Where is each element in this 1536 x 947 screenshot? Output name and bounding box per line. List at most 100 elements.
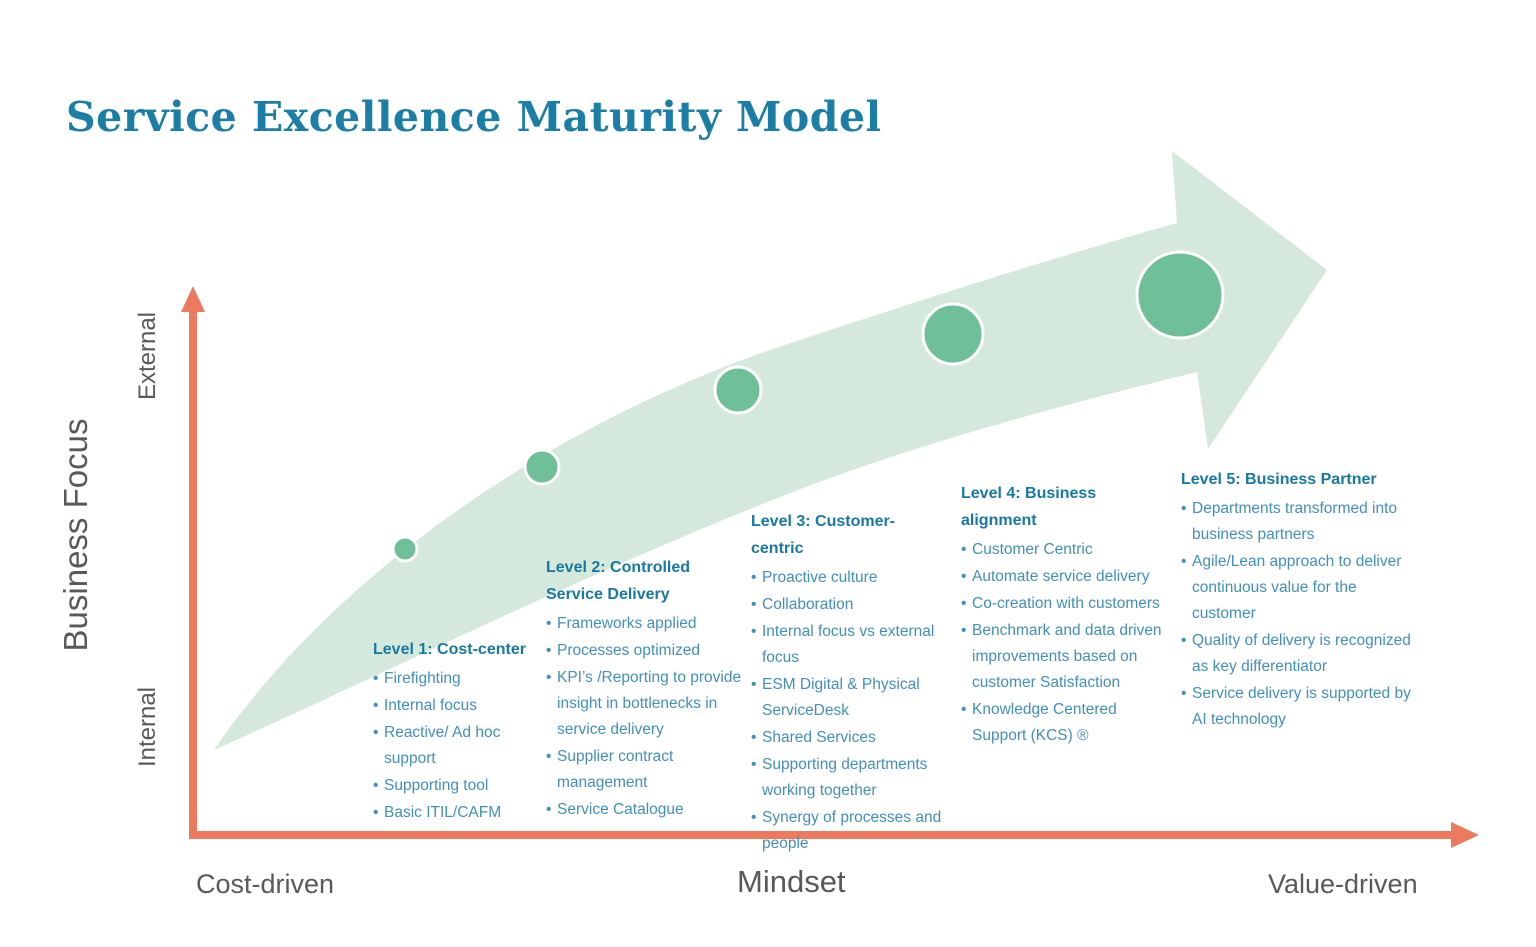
bullet-text: Synergy of processes and people <box>762 809 942 852</box>
bullet-item: •KPI’s /Reporting to provide insight in … <box>546 665 742 743</box>
x-axis-line <box>189 831 1453 839</box>
bullet-dot-icon: • <box>373 804 379 821</box>
level-title: Level 1: Cost-center <box>373 641 526 658</box>
maturity-dot-level-4 <box>921 302 985 366</box>
bullet-text: Knowledge Centered Support (KCS) ® <box>972 701 1117 744</box>
level-title: Level 4: Business alignment <box>961 485 1097 529</box>
bullet-item: • Synergy of processes and people <box>751 805 943 857</box>
y-axis-line <box>189 302 197 839</box>
bullet-text: Supplier contract management <box>557 748 674 791</box>
y-axis-title: Business Focus <box>57 418 94 652</box>
bullet-dot-icon: • <box>546 669 552 686</box>
level-5-block: Level 5: Business Partner•Departments tr… <box>1181 466 1415 734</box>
bullet-dot-icon: • <box>546 748 552 765</box>
bullet-item: • Service Catalogue <box>546 797 742 823</box>
bullet-text: Firefighting <box>384 670 461 687</box>
bullet-text: Proactive culture <box>762 569 878 586</box>
bullet-item: • Agile/Lean approach to deliver continuo… <box>1181 549 1415 627</box>
bullet-item: •Shared Services <box>751 725 943 751</box>
level-title: Level 3: Customer-centric <box>751 513 896 557</box>
x-axis-label-cost-driven: Cost-driven <box>196 869 335 899</box>
x-axis-arrowhead-icon <box>1451 822 1479 848</box>
bullet-item: • Benchmark and data driven improvements … <box>961 618 1169 696</box>
maturity-dot-level-1 <box>391 535 419 563</box>
bullet-item: • Co-creation with customers <box>961 591 1169 617</box>
bullet-dot-icon: • <box>373 777 379 794</box>
y-axis-arrowhead-icon <box>181 286 205 312</box>
y-axis-label-internal: Internal <box>134 686 161 768</box>
bullet-item: • Automate service delivery <box>961 564 1169 590</box>
bullet-dot-icon: • <box>373 697 379 714</box>
bullet-item: • Supplier contract management <box>546 744 742 796</box>
bullet-dot-icon: • <box>751 756 757 773</box>
bullet-text: Co-creation with customers <box>972 595 1160 612</box>
bullet-dot-icon: • <box>961 595 967 612</box>
bullet-item: • Supporting departments working together <box>751 752 943 804</box>
bullet-item: • Firefighting <box>373 666 531 692</box>
x-axis-label-value-driven: Value-driven <box>1268 869 1418 899</box>
bullet-dot-icon: • <box>751 596 757 613</box>
bullet-dot-icon: • <box>546 642 552 659</box>
bullet-item: • Processes optimized <box>546 638 742 664</box>
maturity-dot-level-3 <box>713 365 763 415</box>
bullet-dot-icon: • <box>1181 632 1187 649</box>
bullet-text: Customer Centric <box>972 541 1093 558</box>
bullet-dot-icon: • <box>373 670 379 687</box>
bullet-text: Service delivery is supported by AI tech… <box>1192 685 1411 728</box>
x-axis-title: Mindset <box>737 864 846 899</box>
bullet-text: Supporting tool <box>384 777 489 794</box>
bullet-dot-icon: • <box>751 623 757 640</box>
bullet-dot-icon: • <box>961 622 967 639</box>
bullet-text: Automate service delivery <box>972 568 1150 585</box>
bullet-item: • Internal focus <box>373 693 531 719</box>
bullet-item: • Knowledge Centered Support (KCS) ® <box>961 697 1169 749</box>
maturity-dot-level-2 <box>523 448 561 486</box>
bullet-text: Collaboration <box>762 596 854 613</box>
bullet-text: Departments transformed into business pa… <box>1192 500 1398 543</box>
bullet-text: Reactive/ Ad hoc support <box>384 724 501 767</box>
bullet-text: Internal focus <box>384 697 478 714</box>
bullet-dot-icon: • <box>751 569 757 586</box>
bullet-dot-icon: • <box>546 615 552 632</box>
bullet-text: Benchmark and data driven improvements b… <box>972 622 1162 691</box>
bullet-text: Quality of delivery is recognized as key… <box>1192 632 1411 675</box>
level-1-block: Level 1: Cost-center • Firefighting • Intern… <box>373 636 531 827</box>
bullet-dot-icon: • <box>961 541 967 558</box>
bullet-text: Internal focus vs external focus <box>762 623 935 666</box>
bullet-text: Processes optimized <box>557 642 701 659</box>
bullet-dot-icon: • <box>1181 553 1187 570</box>
level-3-block: Level 3: Customer-centric • Proactive cult… <box>751 508 943 858</box>
bullet-item: • Quality of delivery is recognized as ke… <box>1181 628 1415 680</box>
bullet-text: Agile/Lean approach to deliver continuou… <box>1192 553 1402 622</box>
bullet-item: •Service delivery is supported by AI tec… <box>1181 681 1415 733</box>
level-2-block: Level 2: Controlled Service Delivery • Fra… <box>546 554 742 824</box>
bullet-dot-icon: • <box>961 701 967 718</box>
bullet-text: ESM Digital & Physical ServiceDesk <box>762 676 920 719</box>
growth-arrow-shape <box>214 151 1327 750</box>
bullet-dot-icon: • <box>961 568 967 585</box>
bullet-dot-icon: • <box>546 801 552 818</box>
page-title: Service Excellence Maturity Model <box>66 93 882 142</box>
bullet-item: • Proactive culture <box>751 565 943 591</box>
bullet-item: • Internal focus vs external focus <box>751 619 943 671</box>
bullet-text: Frameworks applied <box>557 615 697 632</box>
bullet-dot-icon: • <box>1181 500 1187 517</box>
maturity-dot-level-5 <box>1135 250 1225 340</box>
bullet-item: • Supporting tool <box>373 773 531 799</box>
level-title: Level 2: Controlled Service Delivery <box>546 559 691 603</box>
bullet-item: •ESM Digital & Physical ServiceDesk <box>751 672 943 724</box>
maturity-dots <box>391 250 1225 563</box>
bullet-dot-icon: • <box>751 809 757 826</box>
bullet-item: • Frameworks applied <box>546 611 742 637</box>
y-axis-label-external: External <box>134 311 161 401</box>
bullet-item: •Reactive/ Ad hoc support <box>373 720 531 772</box>
bullet-item: • Departments transformed into business p… <box>1181 496 1415 548</box>
level-4-block: Level 4: Business alignment • Customer Cen… <box>961 480 1169 750</box>
bullet-item: • Basic ITIL/CAFM <box>373 800 531 826</box>
bullet-text: Basic ITIL/CAFM <box>384 804 502 821</box>
bullet-item: • Collaboration <box>751 592 943 618</box>
bullet-text: Service Catalogue <box>557 801 684 818</box>
bullet-text: Supporting departments working together <box>762 756 928 799</box>
